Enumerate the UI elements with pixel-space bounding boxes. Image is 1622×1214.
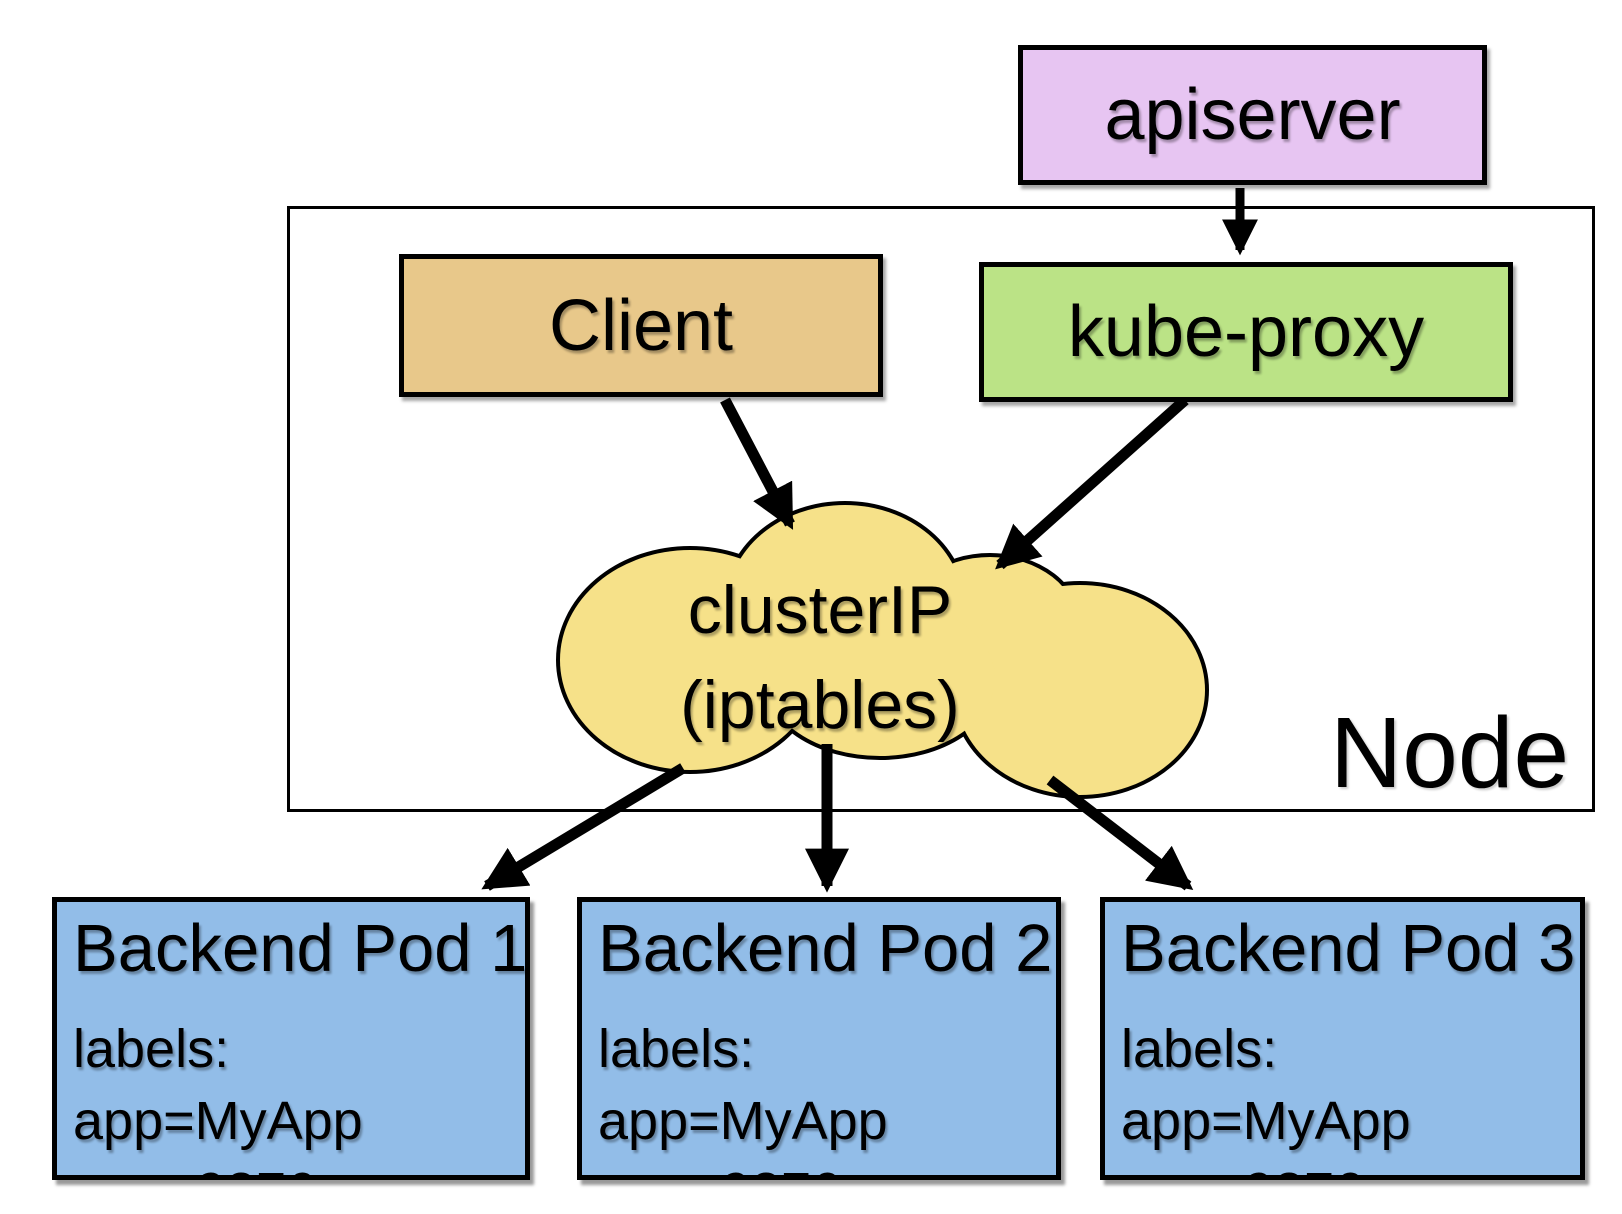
arrow-client-to-clusterip <box>720 397 795 530</box>
backend-pod-3-labels: labels: app=MyApp <box>1121 1018 1411 1151</box>
arrow-clusterip-to-pod-3 <box>1046 775 1194 891</box>
kube-proxy-box: kube-proxy <box>979 262 1513 402</box>
backend-pod-1-port: port: 9376 <box>73 1157 525 1175</box>
backend-pod-3-box: Backend Pod 3 labels: app=MyApp port: 93… <box>1100 897 1585 1180</box>
kube-proxy-label: kube-proxy <box>1067 292 1425 372</box>
client-label: Client <box>548 285 734 366</box>
backend-pod-1-title: Backend Pod 1 <box>73 911 528 986</box>
backend-pod-1-labels: labels: app=MyApp <box>73 1018 363 1151</box>
client-box: Client <box>399 254 883 397</box>
cluster-ip-label-line2: (iptables) <box>680 667 960 743</box>
backend-pod-2-box: Backend Pod 2 labels: app=MyApp port: 93… <box>577 897 1061 1180</box>
backend-pod-2-labels: labels: app=MyApp <box>598 1018 888 1151</box>
cluster-ip-cloud <box>556 501 1209 799</box>
cluster-ip-label: clusterIP (iptables) <box>565 563 1075 753</box>
backend-pod-1-box: Backend Pod 1 labels: app=MyApp port: 93… <box>52 897 530 1180</box>
apiserver-box: apiserver <box>1018 45 1487 185</box>
apiserver-label: apiserver <box>1104 75 1401 155</box>
backend-pod-3-port: port: 9376 <box>1121 1157 1580 1175</box>
backend-pod-3-title: Backend Pod 3 <box>1121 911 1576 986</box>
node-label: Node <box>1330 697 1570 809</box>
arrow-clusterip-to-pod-1 <box>481 763 686 891</box>
arrow-kube-proxy-to-clusterip <box>995 395 1189 570</box>
backend-pod-2-port: port: 9376 <box>598 1157 1056 1175</box>
backend-pod-2-title: Backend Pod 2 <box>598 911 1053 986</box>
cluster-ip-label-line1: clusterIP <box>687 572 953 648</box>
